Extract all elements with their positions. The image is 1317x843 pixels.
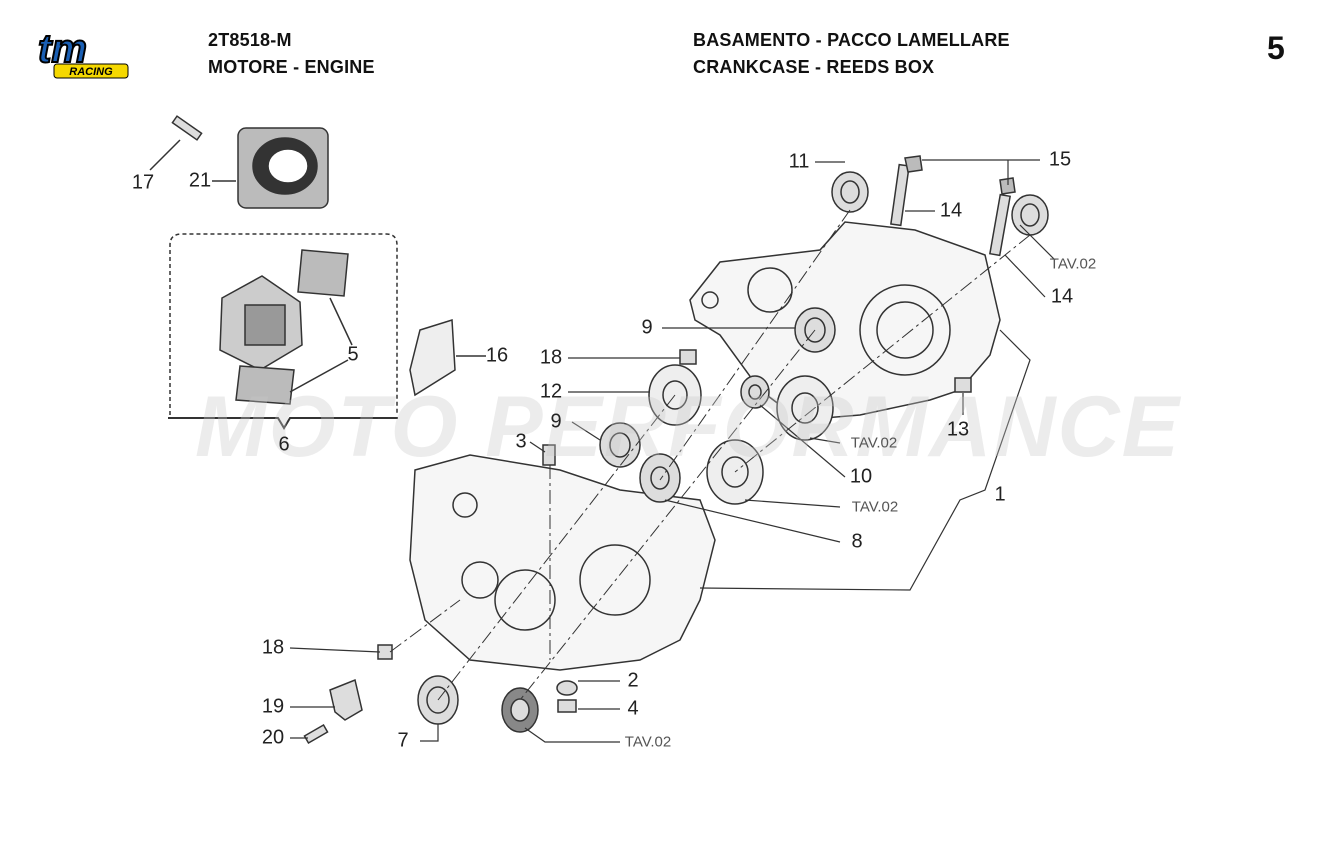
part-reed-5b (235, 365, 295, 405)
callout-18: 18 (539, 346, 563, 369)
part-code: 2T8518-M (208, 30, 292, 50)
part-seal-10 (740, 375, 770, 409)
callout-14: 14 (939, 199, 963, 222)
part-seal-11 (831, 171, 869, 213)
callout-9: 9 (641, 316, 653, 339)
svg-text:RACING: RACING (69, 66, 113, 78)
callout-11: 11 (788, 150, 810, 173)
part-bolt-2-4 (556, 680, 578, 713)
callout-15: 15 (1048, 148, 1072, 171)
callout-19: 19 (261, 695, 285, 718)
group-title: MOTORE - ENGINE (208, 57, 375, 77)
callout-tav02: TAV.02 (851, 498, 899, 516)
page-number: 5 (1267, 30, 1285, 66)
title-italian: BASAMENTO - PACCO LAMELLARE (693, 30, 1010, 50)
callout-6: 6 (278, 433, 290, 456)
part-gasket-16 (409, 318, 456, 397)
title-english: CRANKCASE - REEDS BOX (693, 57, 935, 77)
callout-tav02: TAV.02 (624, 733, 672, 751)
part-crankcase-right (689, 221, 1001, 421)
part-seal-right (1011, 194, 1049, 236)
callout-20: 20 (261, 726, 285, 749)
tm-racing-logo: tm RACING (34, 26, 146, 82)
callout-17: 17 (131, 171, 155, 194)
part-dowel-18b (377, 644, 393, 660)
part-reed-block (219, 275, 303, 371)
callout-12: 12 (539, 380, 563, 403)
callout-7: 7 (397, 729, 409, 752)
watermark: MOTO PERFORMANCE (195, 379, 1181, 475)
part-crankcase-left (409, 454, 716, 671)
callout-5: 5 (347, 343, 359, 366)
part-dowel-13 (954, 377, 972, 393)
callout-13: 13 (946, 418, 970, 441)
callout-10: 10 (849, 465, 873, 488)
part-screw-20 (303, 724, 329, 744)
part-bearing-right (776, 375, 834, 441)
callout-8: 8 (851, 530, 863, 553)
part-intake-21 (212, 127, 329, 209)
callout-tav02: TAV.02 (850, 434, 898, 452)
part-screw-17 (149, 115, 203, 171)
svg-text:tm: tm (38, 28, 87, 71)
callout-tav02: TAV.02 (1049, 255, 1097, 273)
part-seal-tav-bottom (501, 687, 539, 733)
callout-21: 21 (188, 169, 212, 192)
part-dowel-18a (679, 349, 697, 365)
callout-14: 14 (1050, 285, 1074, 308)
part-stud-14b (988, 177, 1016, 257)
callout-18: 18 (261, 636, 285, 659)
callout-4: 4 (627, 697, 639, 720)
part-stud-14a (890, 155, 923, 227)
callout-3: 3 (515, 430, 527, 453)
part-seal-9b (599, 422, 641, 468)
part-reed-5a (297, 249, 349, 297)
part-bracket-19 (329, 678, 363, 721)
callout-2: 2 (627, 669, 639, 692)
callout-9: 9 (550, 410, 562, 433)
callout-16: 16 (485, 344, 509, 367)
part-plug-3 (542, 444, 556, 466)
callout-1: 1 (994, 483, 1006, 506)
